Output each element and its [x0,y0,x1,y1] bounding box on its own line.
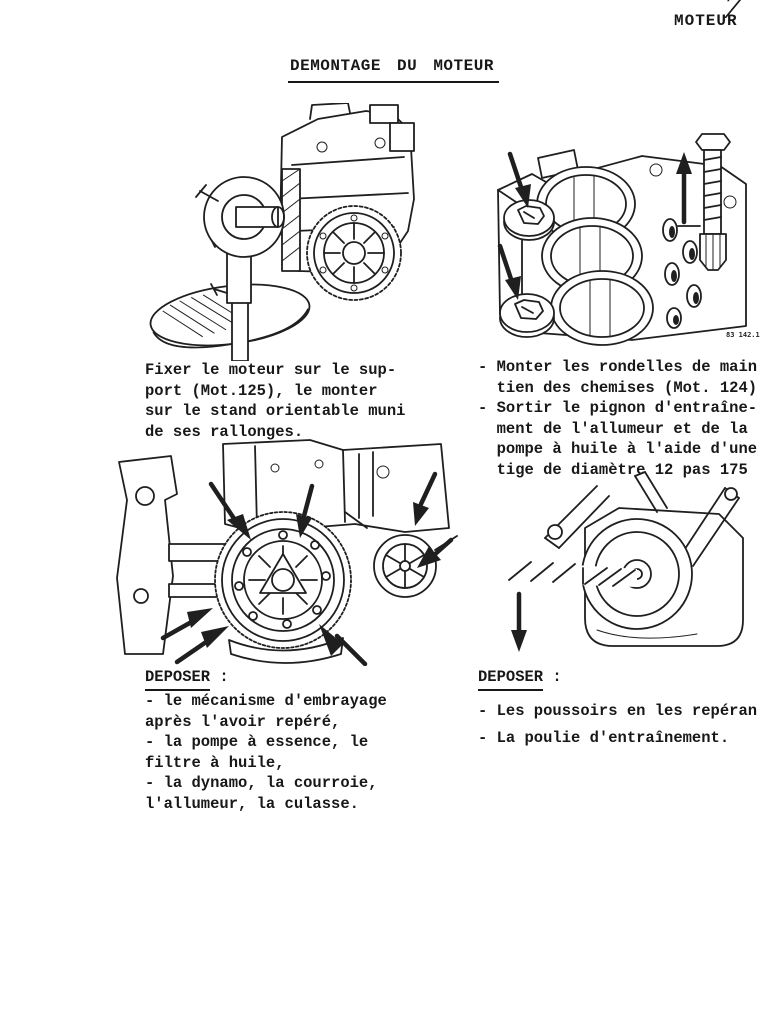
text-line: pompe à huile à l'aide d'une [478,440,758,458]
deposer-word: DEPOSER [478,666,544,691]
text-line: - Les poussoirs en les repéran [478,702,758,720]
cylinder-block-illustration: 83 142.1 [497,133,760,346]
engine-on-stand-illustration [149,103,415,361]
deposer-heading: DEPOSER : [145,666,387,691]
text-line: de ses rallonges. [145,422,304,441]
deposer-section-right: DEPOSER : - Les poussoirs en les repéran… [478,664,757,752]
pulley-lever-illustration [495,471,744,652]
text-line: sur le stand orientable muni [145,402,406,420]
text-line: - la pompe à essence, le [145,733,369,751]
section-header: MOTEUR [674,12,738,30]
monter-instruction-list: - Monter les rondelles de main tien des … [478,357,757,480]
deposer-colon: : [543,668,562,686]
deposer-heading: DEPOSER : [478,664,757,691]
fixer-instruction-paragraph: Fixer le moteur sur le sup- port (Mot.12… [145,360,405,442]
text-line: - le mécanisme d'embrayage [145,692,387,710]
text-line: après l'avoir repéré, [145,712,341,731]
text-line: l'allumeur, la culasse. [145,794,359,813]
text-line: tige de diamètre 12 pas 175 [478,460,748,479]
figure-reference-label: 83 142.1 [726,331,760,339]
deposer-section-left: DEPOSER : - le mécanisme d'embrayage apr… [145,666,387,814]
text-line: port (Mot.125), le monter [145,381,378,400]
text-line: tien des chemises (Mot. 124) [478,378,758,397]
text-line: - la dynamo, la courroie, [145,774,378,792]
deposer-colon: : [210,668,229,686]
text-line: - Monter les rondelles de main [478,358,758,376]
deposer-word: DEPOSER [145,666,211,691]
page-title: DEMONTAGE DU MOTEUR [288,57,499,83]
text-line: - La poulie d'entraînement. [478,729,730,747]
text-line: filtre à huile, [145,753,285,772]
flywheel-clutch-illustration [116,439,458,666]
text-line: ment de l'allumeur et de la [478,419,748,438]
text-line: - Sortir le pignon d'entraîne- [478,399,758,417]
text-line: Fixer le moteur sur le sup- [145,361,397,379]
